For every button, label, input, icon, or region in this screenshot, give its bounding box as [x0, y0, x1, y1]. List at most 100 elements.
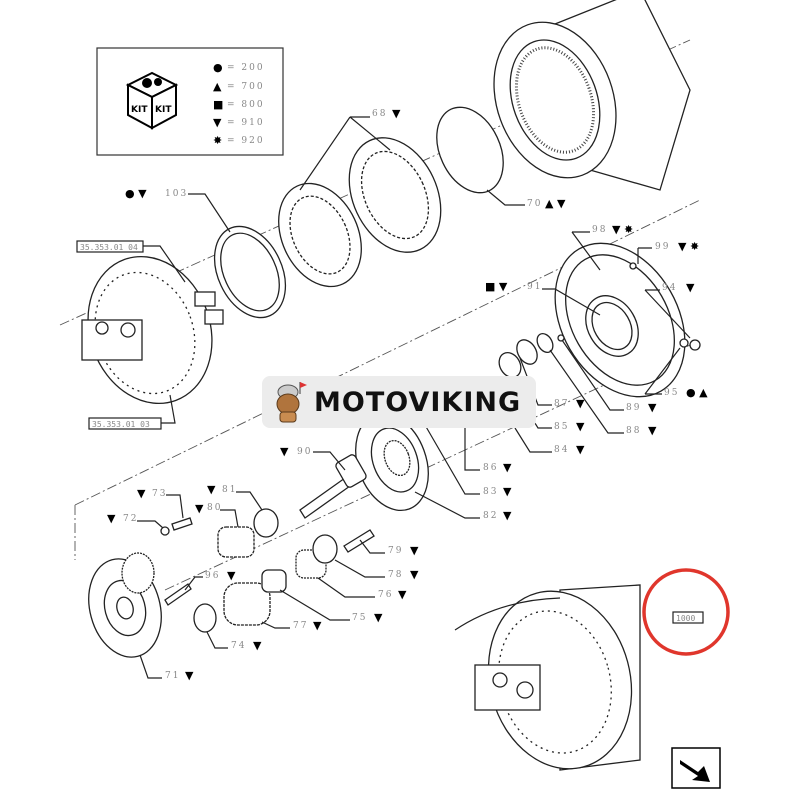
seal-103: [213, 225, 287, 319]
svg-text:71: 71: [165, 671, 180, 681]
callout-81: ▼ 81: [207, 483, 263, 511]
svg-text:= 200: = 200: [227, 63, 265, 73]
svg-text:82: 82: [483, 511, 498, 521]
legend-item: ■= 800: [213, 98, 263, 111]
highlight-circle: [642, 568, 730, 656]
kit-legend: KIT KIT ●= 200 ▲= 700 ■= 800 ▼= 910 ✸= 9…: [96, 47, 284, 156]
ring-gear-housing: [493, 0, 691, 191]
svg-text:KIT: KIT: [131, 105, 148, 115]
svg-text:103: 103: [165, 189, 188, 199]
svg-text:68: 68: [372, 109, 387, 119]
legend-item: ✸= 920: [213, 134, 265, 147]
svg-text:91: 91: [527, 282, 542, 292]
svg-text:● ▲: ● ▲: [686, 386, 708, 399]
svg-text:▼: ▼: [107, 512, 116, 525]
callout-88: 88▼: [549, 349, 657, 437]
svg-text:35.353.01 04: 35.353.01 04: [80, 243, 138, 252]
svg-text:▼: ▼: [280, 445, 289, 458]
svg-text:96: 96: [205, 571, 220, 581]
svg-text:1000: 1000: [676, 614, 695, 623]
motoviking-watermark: MOTOVIKING: [262, 376, 536, 428]
svg-text:▼: ▼: [648, 424, 657, 437]
svg-text:= 700: = 700: [227, 82, 265, 92]
reference-box: 35.353.01 04: [76, 240, 186, 283]
svg-text:▼: ▼: [137, 487, 146, 500]
callout-78: 78▼: [334, 559, 419, 581]
callout-68: 68 ▼: [299, 107, 401, 191]
svg-text:▼: ▼: [503, 509, 512, 522]
svg-text:▼ ✸: ▼ ✸: [678, 240, 699, 253]
svg-text:94: 94: [662, 283, 677, 293]
svg-text:= 920: = 920: [227, 136, 265, 146]
screw-99: [629, 262, 637, 270]
svg-text:▼: ▼: [503, 485, 512, 498]
callout-98: 98 ▼ ✸: [571, 223, 633, 271]
viking-mascot-icon: [276, 382, 307, 423]
svg-text:70: 70: [527, 199, 542, 209]
svg-text:35.353.01 03: 35.353.01 03: [92, 420, 150, 429]
svg-text:72: 72: [123, 514, 138, 524]
svg-text:▼: ▼: [410, 544, 419, 557]
svg-text:▼: ▼: [392, 107, 401, 120]
svg-text:▼: ▼: [686, 281, 695, 294]
callout-85: 85 ▼: [529, 414, 585, 433]
svg-text:95: 95: [664, 388, 679, 398]
svg-text:▲: ▲: [213, 80, 222, 93]
legend-item: ▼= 910: [213, 116, 265, 129]
callout-77: 77▼: [261, 619, 322, 632]
svg-text:▼: ▼: [398, 588, 407, 601]
svg-text:● ▼: ● ▼: [125, 187, 147, 200]
svg-text:99: 99: [655, 242, 670, 252]
legend-item: ● = 200: [213, 61, 265, 74]
svg-text:75: 75: [352, 613, 367, 623]
svg-text:76: 76: [378, 590, 393, 600]
callout-82: 82 ▼: [414, 491, 512, 522]
reference-box: 35.353.01 03: [88, 394, 176, 430]
svg-text:98: 98: [592, 225, 607, 235]
plug-94: [689, 339, 701, 351]
o-ring-70: [436, 106, 504, 194]
callout-70: 70▲ ▼: [486, 189, 566, 210]
svg-text:▼: ▼: [313, 619, 322, 632]
svg-text:▼: ▼: [576, 420, 585, 433]
planet-carrier-71: [88, 552, 162, 658]
svg-text:●: ●: [213, 61, 223, 74]
svg-text:▼: ▼: [576, 397, 585, 410]
callout-80: ▼80: [195, 502, 239, 528]
svg-text:▼: ▼: [253, 639, 262, 652]
svg-text:▲ ▼: ▲ ▼: [545, 197, 566, 210]
callout-74: 74 ▼: [206, 631, 262, 652]
svg-text:▼: ▼: [374, 611, 383, 624]
callout-90: ▼ 90: [280, 445, 346, 471]
travel-motor-left: [81, 255, 224, 405]
svg-text:▼: ▼: [410, 568, 419, 581]
svg-text:▼: ▼: [648, 401, 657, 414]
svg-text:85: 85: [554, 422, 569, 432]
svg-text:74: 74: [231, 641, 246, 651]
assembly-reference-1000: 1000: [642, 568, 730, 656]
svg-text:▼ ✸: ▼ ✸: [612, 223, 633, 236]
seal-95: [679, 338, 689, 348]
svg-text:■ ▼: ■ ▼: [485, 280, 508, 293]
svg-text:= 910: = 910: [227, 118, 265, 128]
planet-gears: [160, 508, 375, 633]
svg-text:86: 86: [483, 463, 498, 473]
svg-text:80: 80: [207, 503, 222, 513]
navigate-arrow-icon[interactable]: [671, 747, 721, 789]
svg-text:▼: ▼: [207, 483, 216, 496]
callout-73: ▼73: [137, 487, 184, 519]
svg-text:83: 83: [483, 487, 498, 497]
svg-text:87: 87: [554, 399, 569, 409]
svg-text:81: 81: [222, 485, 237, 495]
cover-plate-98: [554, 242, 686, 398]
sun-gear-82: [355, 412, 429, 512]
svg-text:90: 90: [297, 447, 312, 457]
svg-text:▼: ▼: [227, 569, 236, 582]
svg-text:▼: ▼: [185, 669, 194, 682]
callout-86: 86▼: [464, 425, 512, 474]
callout-89: 89▼: [561, 339, 657, 414]
callout-94: 94 ▼: [644, 281, 695, 339]
shaft-90: [299, 454, 367, 519]
callout-83: 83 ▼: [424, 424, 512, 498]
